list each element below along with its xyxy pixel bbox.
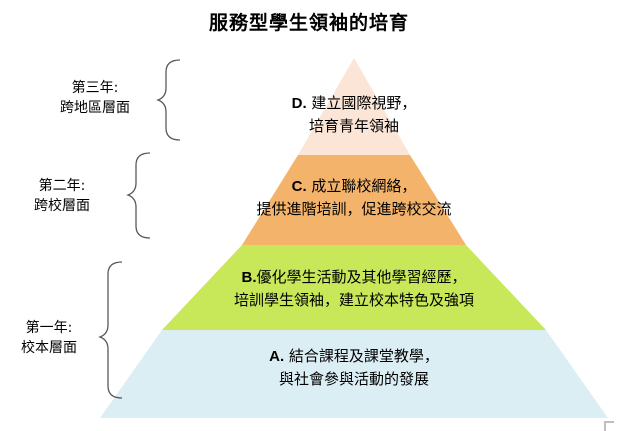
layer-a-text: A. 結合課程及課堂教學， 與社會參與活動的發展 [204, 345, 504, 391]
stage-year1-title: 第一年: [25, 320, 73, 336]
layer-b-text: B.優化學生活動及其他學習經歷， 培訓學生領袖，建立校本特色及強項 [174, 266, 534, 312]
layer-d-line2: 培育青年領袖 [308, 117, 399, 135]
layer-b-line1: 優化學生活動及其他學習經歷， [256, 268, 467, 286]
pyramid-layer-d [298, 58, 410, 155]
stage-label-year3: 第三年: 跨地區層面 [40, 78, 150, 118]
corner-mark [604, 421, 614, 431]
stage-bracket-year2 [126, 152, 151, 239]
stage-label-year2: 第二年: 跨校層面 [12, 176, 112, 216]
layer-c-text: C. 成立聯校網絡， 提供進階培訓，促進跨校交流 [204, 175, 504, 221]
layer-c-prefix: C. [291, 178, 307, 195]
layer-d-line1: 建立國際視野， [306, 94, 417, 112]
stage-year2-level: 跨校層面 [34, 198, 90, 214]
layer-c-line1: 成立聯校網絡， [306, 177, 417, 195]
stage-year1-level: 校本層面 [21, 340, 77, 356]
stage-bracket-year3 [156, 59, 181, 141]
stage-bracket-year1 [98, 261, 123, 399]
layer-a-line1: 結合課程及課堂教學， [284, 347, 439, 365]
layer-a-prefix: A. [269, 348, 285, 365]
layer-d-text: D. 建立國際視野， 培育青年領袖 [254, 92, 454, 138]
layer-b-line2: 培訓學生領袖，建立校本特色及強項 [233, 291, 474, 309]
layer-c-line2: 提供進階培訓，促進跨校交流 [256, 200, 452, 218]
diagram-title: 服務型學生領袖的培育 [208, 12, 409, 34]
pyramid-layer-b [162, 245, 546, 330]
stage-label-year1: 第一年: 校本層面 [4, 318, 94, 358]
pyramid-layer-c [242, 155, 466, 245]
stage-year3-title: 第三年: [71, 80, 119, 96]
pyramid-layer-a [100, 330, 608, 418]
layer-d-prefix: D. [291, 95, 307, 112]
stage-year3-level: 跨地區層面 [60, 100, 130, 116]
layer-b-prefix: B. [241, 269, 257, 286]
layer-a-line2: 與社會參與活動的發展 [278, 370, 429, 388]
stage-year2-title: 第二年: [38, 178, 86, 194]
